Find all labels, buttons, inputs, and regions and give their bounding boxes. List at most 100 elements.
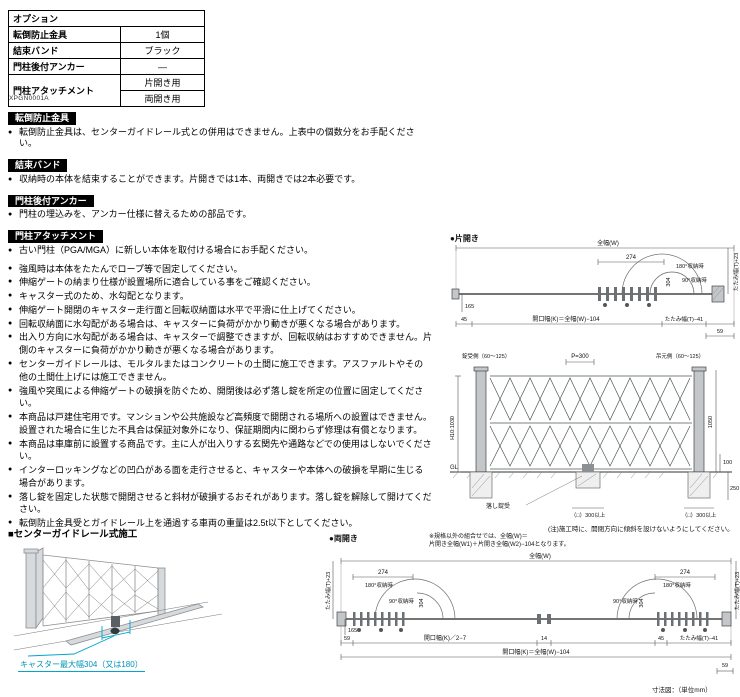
dim-59-right: 59 (722, 663, 728, 669)
foundation-center (575, 464, 601, 489)
dim-folded-width-plus-right: たたみ幅(T)+23 (733, 572, 740, 610)
option-value: 1個 (120, 26, 205, 43)
diagram-double-title: ●両開き (329, 534, 358, 543)
table-row: 結束バンド ブラック (8, 42, 205, 59)
gate-post-left (475, 369, 487, 473)
note-item: センターガイドレールは、モルタルまたはコンクリートの土間に施工できます。アスファ… (8, 358, 432, 384)
dim-gl: GL (450, 465, 459, 471)
installation-illustration (13, 547, 223, 657)
options-table: オプション 転倒防止金具 1個 結束バンド ブラック 門柱後付アンカー ― 門柱… (8, 10, 205, 107)
dim-274-right: 274 (680, 570, 691, 576)
option-section: 結束バンド 収納時の本体を結束することができます。片開きでは1本、両開きでは2本… (8, 155, 440, 185)
note-item: 強風時は本体をたたんでロープ等で固定してください。 (8, 263, 432, 276)
dim-90-storage: 90°収納時 (682, 276, 707, 284)
note-item: 転倒防止金具受とガイドレール上を通過する車両の重量は2.5t以下としてください。 (8, 517, 432, 530)
folded-gate-left (353, 612, 405, 632)
dim-opening-width: 開口幅(K)＝全幅(W)−104 (502, 648, 570, 656)
note-item: 伸縮ゲートの納まり仕様が設置場所に適合している事をご確認ください。 (8, 276, 432, 289)
caution-notes-list: 強風時は本体をたたんでロープ等で固定してください。 伸縮ゲートの納まり仕様が設置… (8, 263, 432, 530)
option-label: 門柱アタッチメント (8, 74, 121, 107)
gate-post-left (336, 611, 347, 627)
dim-height-h10: H10:1030 (450, 416, 456, 440)
section-heading: 結束バンド (8, 159, 68, 172)
option-section: 門柱アタッチメント 古い門柱（PGA/MGA）に新しい本体を取付ける場合にお手配… (8, 226, 440, 256)
dim-59: 59 (717, 329, 723, 335)
elevation-note: (注)施工時に、開閉方向に傾斜を設けないようにしてください。 (548, 526, 734, 533)
dim-45: 45 (461, 317, 467, 323)
dim-180-storage: 180°収納時 (676, 262, 704, 270)
dim-90-storage-right: 90°収納時 (613, 597, 638, 605)
section-text: 古い門柱（PGA/MGA）に新しい本体を取付ける場合にお手配ください。 (8, 245, 428, 257)
dim-overall-width: 全幅(W) (529, 552, 551, 560)
dim-45: 45 (658, 636, 664, 642)
dim-300-min-right: （□）300以上 (682, 511, 717, 519)
gate-post-right (693, 369, 705, 473)
table-row: 転倒防止金具 1個 (8, 26, 205, 43)
option-value: ― (120, 58, 205, 75)
option-section: 転倒防止金具 転倒防止金具は、センターガイドレール式との併用はできません。上表中… (8, 108, 440, 150)
gate-post-right (721, 611, 732, 627)
dim-hinge-side: 吊元側（60〜125） (656, 352, 704, 360)
caster-width-callout: キャスター最大幅304（又は180） (18, 659, 145, 672)
folded-gate-top-view (598, 287, 657, 307)
dim-165: 165 (348, 628, 357, 634)
dim-14: 14 (541, 636, 547, 642)
option-value: 両開き用 (120, 90, 205, 107)
note-item: キャスター式のため、水勾配となります。 (8, 290, 432, 303)
gate-3d-sketch (13, 547, 223, 657)
dim-304-left: 304 (419, 598, 425, 607)
option-label: 門柱後付アンカー (8, 58, 121, 75)
option-label: 転倒防止金具 (8, 26, 121, 43)
table-row: 門柱後付アンカー ― (8, 58, 205, 75)
note-item: 伸縮ゲート開閉のキャスター走行面と回転収納面は水平で平滑に仕上げてください。 (8, 304, 432, 317)
dim-274-left: 274 (378, 570, 389, 576)
option-section: 門柱後付アンカー 門柱の埋込みを、アンカー仕様に替えるための部品です。 (8, 191, 440, 221)
dim-folded-width-minus: たたみ幅(T)−41 (680, 634, 718, 642)
caster (110, 616, 120, 635)
dim-100: 100 (723, 460, 732, 466)
dim-304-right: 304 (639, 598, 645, 607)
note-item: 本商品は戸建住宅用です。マンションや公共施設など高頻度で開閉される場所への設置は… (8, 411, 432, 437)
dim-folded-width-minus: たたみ幅(T)−41 (665, 315, 703, 323)
dim-1050: 1050 (708, 416, 714, 428)
diagram-double-swing: ●両開き ※規格以外の組合せでは、全幅(W)＝ 片開き全幅(W1)＋片開き全幅(… (325, 532, 740, 674)
section-text: 転倒防止金具は、センターガイドレール式との併用はできません。上表中の個数分をお手… (8, 127, 428, 150)
foundation-right (687, 471, 711, 499)
dim-folded-width-plus: たたみ幅(T)+23 (732, 253, 740, 291)
options-table-header: オプション (8, 10, 205, 27)
note-item: インターロッキングなどの凹凸がある面を走行させると、キャスターや本体への破損を早… (8, 464, 432, 490)
dim-opening-half: 開口幅(K)／2−7 (424, 634, 467, 642)
dim-165: 165 (465, 304, 474, 310)
drop-latch-label: 落し錠受 (486, 502, 510, 510)
note-item: 落し錠を固定した状態で開閉させると斜材が破損するおそれがあります。落し錠を解除し… (8, 491, 432, 517)
option-value: ブラック (120, 42, 205, 59)
note-item: 出入り方向に水勾配がある場合は、キャスターで調整できますが、回転収納はおすすめで… (8, 331, 432, 357)
note-item: 本商品は車庫前に設置する商品です。主に人が出入りする玄関先や通路などでの使用はし… (8, 438, 432, 464)
folded-gate-right (657, 612, 709, 632)
dim-59-left: 59 (344, 636, 350, 642)
section-text: 収納時の本体を結束することができます。片開きでは1本、両開きでは2本必要です。 (8, 174, 428, 186)
option-label: 結束バンド (8, 42, 121, 59)
units-note: 寸法図：（単位mm） (652, 687, 712, 694)
dim-300-min-center: （□）300以上 (571, 511, 606, 519)
diagram-single-swing: ●片開き 全幅(W) 180°収納時 (450, 233, 740, 339)
dim-opening-width: 開口幅(K)＝全幅(W)−104 (532, 315, 600, 323)
dim-180-storage-right: 180°収納時 (663, 581, 691, 589)
left-text-column: 転倒防止金具 転倒防止金具は、センターガイドレール式との併用はできません。上表中… (8, 108, 440, 531)
dim-180-storage-left: 180°収納時 (365, 581, 393, 589)
note-item: 強風や突風による伸縮ゲートの破損を防ぐため、開閉後は必ず落し錠を所定の位置に固定… (8, 385, 432, 411)
section-text: 門柱の埋込みを、アンカー仕様に替えるための部品です。 (8, 209, 428, 221)
note-item: 回転収納面に水勾配がある場合は、キャスターに負荷がかかり動きが悪くなる場合があり… (8, 318, 432, 331)
dim-pitch-300: P=300 (571, 354, 589, 360)
section-heading: 転倒防止金具 (8, 112, 77, 125)
dim-lock-side: 錠受側（60〜125） (462, 352, 510, 360)
installation-title: ■センターガイドレール式施工 (8, 529, 138, 540)
diagram-elevation: 錠受側（60〜125） P=300 吊元側（60〜125） GL (450, 352, 739, 519)
dim-304: 304 (666, 277, 672, 286)
table-row: 両開き用 (9, 90, 205, 107)
dim-overall-width: 全幅(W) (597, 239, 619, 247)
product-code: XPGN0001A (9, 95, 49, 102)
diagram-single-title: ●片開き (450, 233, 479, 243)
option-value: 片開き用 (120, 74, 205, 91)
table-row: 門柱アタッチメント 片開き用 (8, 74, 205, 107)
